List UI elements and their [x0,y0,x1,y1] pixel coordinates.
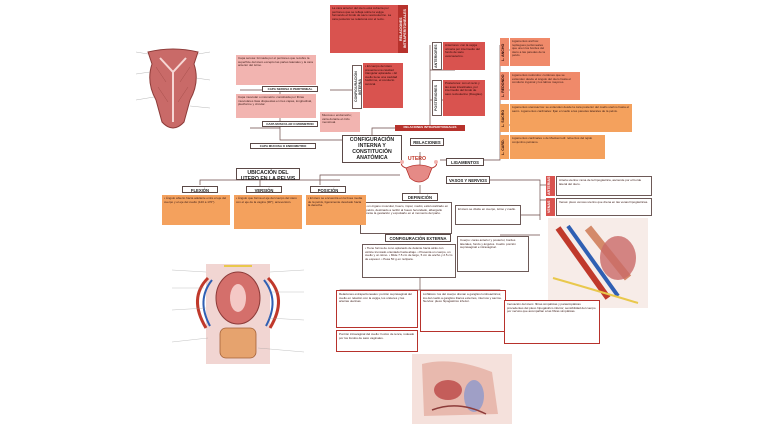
sagittal-pelvis-icon [412,354,512,424]
venas-box: Venas: plexo venoso uterino que drena en… [556,198,652,216]
uterus-icon [400,160,438,183]
ligamento-uterosacro-vlabel: L. SACRO [500,104,509,132]
config-externa-header: CONFIGURACIÓN EXTERNA [385,234,451,242]
relaciones-posteriores-box: Posteriores: con el recto y las asas int… [443,80,485,116]
vasos-linfaticos-box: Linfáticos: los del cuerpo drenan a gang… [420,290,506,332]
capa-muscular-label: CAPA MUSCULAR O MIOMETRIO [262,121,318,127]
flexion-header: FLEXIÓN [182,186,218,193]
definicion-header: DEFINICIÓN [402,193,438,201]
sagittal-pelvis-illustration [412,354,512,424]
version-box: • Ángulo que forma el eje del cuerpo del… [234,195,302,229]
vasos-nervios-header: VASOS Y NERVIOS [446,176,490,184]
version-header: VERSIÓN [246,186,282,193]
pelvic-vessels-illustration [548,218,648,308]
top-red-vertical-label: RELACIONES INTRAPERITONEALES [398,5,408,53]
ligamento-uterosacro-box: Ligamentos uterosacros: se extienden des… [510,104,632,132]
uterus-section-icon [135,48,211,129]
capa-mucosa-label: CAPA MUCOSA O ENDOMETRIO [250,143,316,149]
relaciones-cuello-box: Porción intravaginal del cuello: hocico … [336,330,418,352]
posicion-box: • El útero se encuentra en la línea medi… [306,195,366,225]
ubicacion-header: UBICACIÓN DEL UTERO EN LA PELVIS [236,168,300,182]
capa-serosa-box: Capa serosa: formada por el peritoneo qu… [236,55,316,85]
ligamento-ancho-box: Ligamentos anchos: repliegues peritoneal… [510,38,550,66]
ligamento-redondo-box: Ligamentos redondos: cordones que se ext… [510,72,580,100]
posicion-header: POSICIÓN [310,186,346,193]
uterus-logo [398,158,440,188]
top-red-box: La cara anterior del útero está cubierta… [330,5,398,53]
ligamento-ancho-vlabel: L. ANCHO [500,38,509,66]
config-interna-title: CONFIGURACIÓN INTERNA Y CONSTITUCIÓN ANA… [342,135,402,163]
relaciones-header: RELACIONES [410,138,444,146]
config-interna-vlabel: CONFIGURACIÓN INTERNA [352,65,362,109]
constitucion-red-box: • El cuerpo del útero presenta una cavid… [363,63,403,108]
flexion-box: • Ángulo abierto hacia adelante entre el… [162,195,230,225]
pelvic-vessels-icon [548,218,648,308]
uterus-section-illustration [128,42,218,142]
capa-mucosa-box: Mucosa o endometrio; varía durante el ci… [320,112,360,132]
relaciones-intraperitoneales: RELACIONES INTRAPERITONEALES [395,125,465,131]
ligamento-cardinal-vlabel: L. CARD. [500,135,509,159]
arterias-box: Arteria uterina: rama de la hipogástrica… [556,176,652,196]
utero-title: UTERO [407,156,427,162]
ligamentos-header: LIGAMENTOS [446,158,484,166]
nervios-box: Inervación del útero: fibras simpáticas … [504,300,600,344]
config-externa-side-box: Cuerpo: caras anterior y posterior, bord… [457,236,529,272]
ligamento-cardinal-box: Ligamentos cardinales o de Mackenrodt: r… [510,135,605,159]
pelvic-anatomy-icon [171,264,305,364]
ligamento-redondo-vlabel: L. REDONDO [500,72,509,100]
capa-muscular-box: Capa muscular o miometrio: constituida p… [236,94,316,118]
venas-vlabel: VENAS [546,198,555,216]
definicion-side-box: El útero se divide en cuerpo, istmo y cu… [455,205,521,225]
relaciones-extraperitoneales-box: Relaciones extraperitoneales: porción su… [336,290,418,328]
capa-serosa-label: CAPA SEROSA O PERITONEAL [262,86,318,92]
anteriores-vlabel: ANTERIORES [432,42,442,70]
arterias-vlabel: ARTERIAS [546,176,555,196]
definicion-box: Es un órgano muscular, hueco, impar, med… [360,202,452,234]
pelvic-cross-section-illustration [168,258,308,368]
posteriores-vlabel: POSTERIORES [432,80,442,116]
relaciones-anteriores-box: Anteriores: con la vejiga urinaria por i… [443,42,485,70]
config-externa-box: • Tiene forma de cono aplanado de delant… [362,244,456,278]
